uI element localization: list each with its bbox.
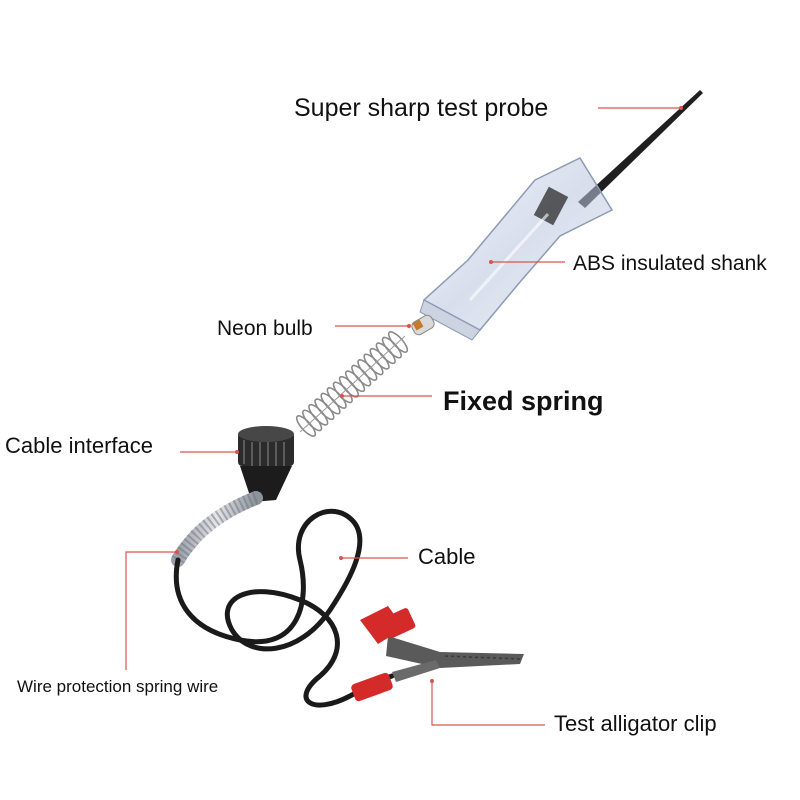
- cable-icon: [173, 508, 395, 708]
- label-neon-bulb: Neon bulb: [217, 317, 313, 340]
- cable-connector-icon: [238, 426, 294, 502]
- test-probe-needle-icon: [578, 90, 703, 208]
- label-cable: Cable: [418, 544, 476, 569]
- label-fixed-spring: Fixed spring: [443, 386, 604, 416]
- label-test-alligator-clip: Test alligator clip: [554, 711, 717, 736]
- wire-protection-spring-icon: [171, 491, 263, 567]
- alligator-clip-upper-icon: [360, 606, 524, 668]
- neon-bulb-icon: [411, 314, 435, 336]
- leader-wire-spring: [125, 551, 176, 670]
- label-wire-protection-spring-wire: Wire protection spring wire: [17, 677, 219, 696]
- insulated-shank-icon: [419, 157, 614, 341]
- leader-lines: [125, 107, 680, 726]
- leader-clip: [431, 682, 545, 726]
- spring-core: [299, 335, 406, 433]
- label-super-sharp-test-probe: Super sharp test probe: [294, 94, 549, 122]
- leader-dots: [175, 106, 683, 683]
- alligator-clip-lower-icon: [351, 660, 440, 702]
- label-abs-insulated-shank: ABS insulated shank: [573, 252, 767, 275]
- label-cable-interface: Cable interface: [5, 433, 153, 458]
